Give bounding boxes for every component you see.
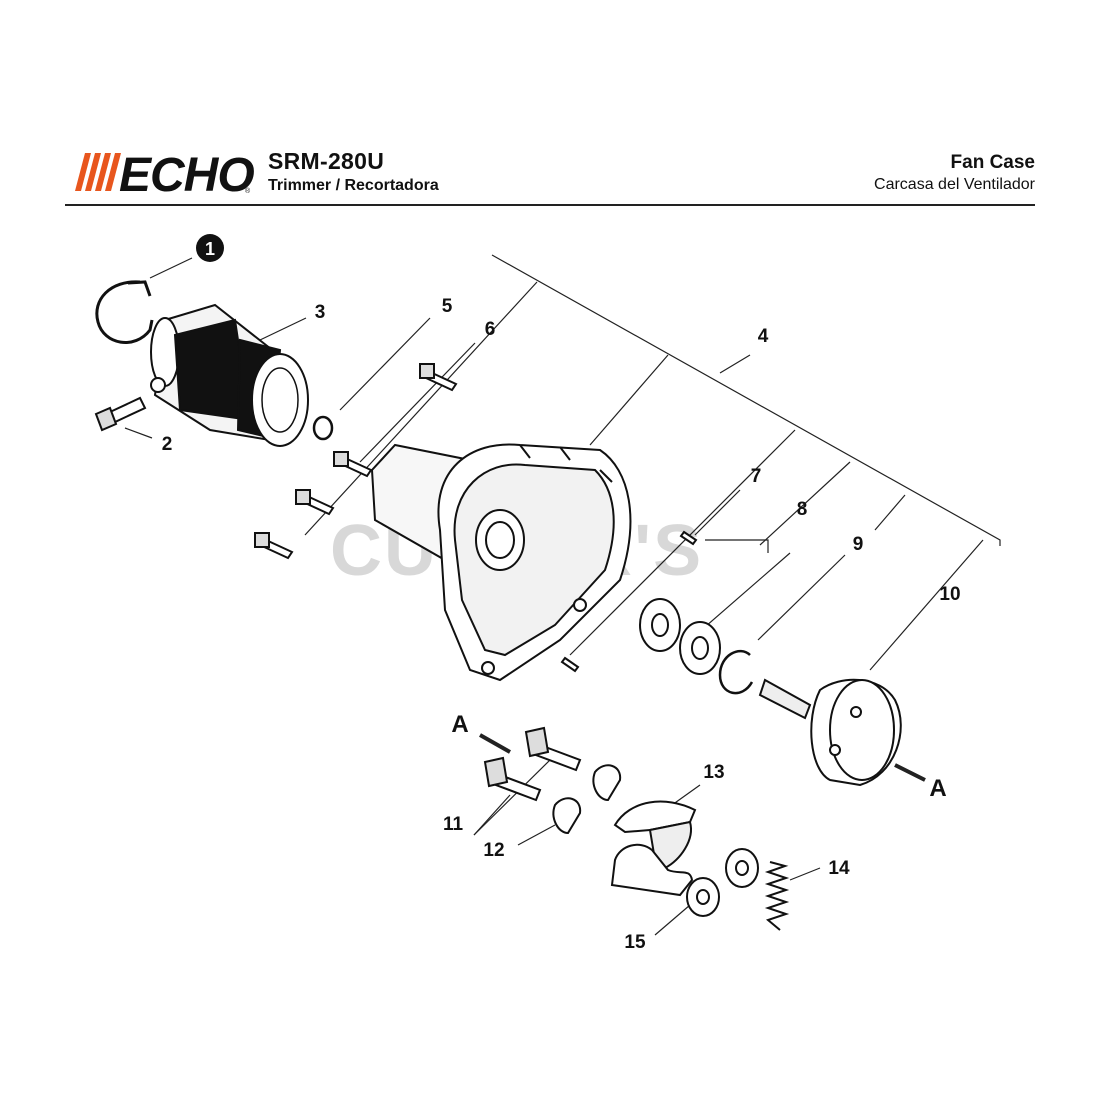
washers-part-15 [686, 848, 759, 917]
bearings-part-8 [639, 598, 721, 675]
callout-12: 12 [483, 840, 504, 861]
reference-a-left: A [451, 711, 468, 738]
fan-case-part-4 [370, 443, 632, 682]
snap-ring-part-9 [718, 649, 754, 695]
bolt-part-2 [94, 396, 147, 432]
screws-part-6 [254, 363, 458, 560]
shoulder-bolts-part-11 [483, 726, 582, 802]
svg-text:®: ® [245, 187, 251, 195]
clip-part-5 [312, 415, 334, 441]
callout-3: 3 [315, 302, 326, 323]
callout-6: 6 [485, 319, 496, 340]
clutch-shoes-part-13 [610, 800, 697, 897]
reference-a-right: A [929, 775, 946, 802]
logo-wordmark: ECHO [119, 149, 254, 195]
leader-lines [124, 254, 1001, 936]
callout-9: 9 [853, 534, 864, 555]
logo-stripes-icon [75, 153, 121, 191]
model-name: SRM-280U [268, 148, 385, 174]
section-title-es: Carcasa del Ventilador [874, 176, 1035, 193]
callout-4: 4 [758, 326, 769, 347]
model-subtitle: Trimmer / Recortadora [268, 177, 439, 194]
callout-11: 11 [443, 814, 464, 835]
callout-7: 7 [751, 466, 762, 487]
echo-logo: ECHO ® [75, 149, 255, 195]
callout-8: 8 [797, 499, 808, 520]
callout-15: 15 [624, 932, 646, 953]
housing-part-3 [150, 303, 309, 447]
spring-part-14 [764, 861, 790, 931]
circlip-part-1 [95, 280, 154, 344]
callout-1: 1 [205, 239, 215, 259]
header-divider [65, 204, 1035, 206]
callout-1-badge [196, 234, 224, 262]
pins-part-7 [560, 530, 698, 673]
clutch-drum-part-10 [758, 678, 902, 787]
callout-14: 14 [828, 858, 850, 879]
callout-5: 5 [442, 296, 453, 317]
washers-part-12 [552, 764, 622, 835]
section-title: Fan Case [950, 152, 1035, 173]
callout-2: 2 [162, 434, 173, 455]
callout-10: 10 [939, 584, 960, 605]
page-header: ECHO ® SRM-280U Trimmer / Recortadora Fa… [65, 140, 1035, 206]
callout-13: 13 [703, 762, 724, 783]
